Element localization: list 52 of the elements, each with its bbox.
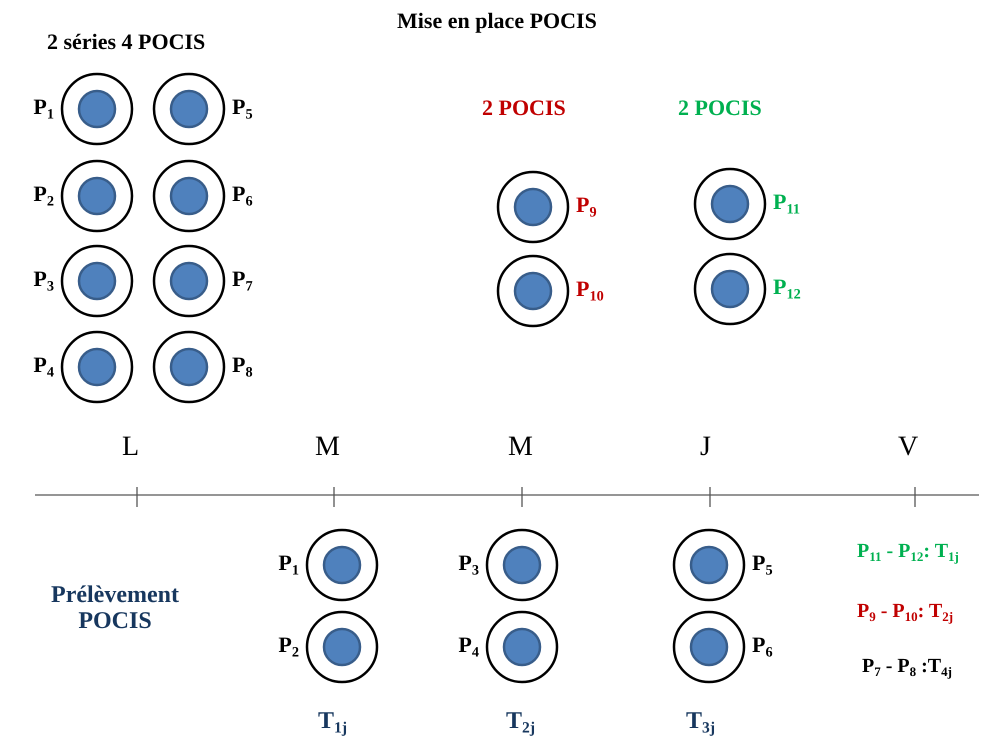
sampler-label: P$_{6}$ [752, 633, 773, 661]
sampler-label: P$_{6}$ [232, 182, 253, 210]
exposure-note: P$_{7}$ - P$_{8}$ :T$_{4j}$ [862, 655, 952, 680]
sampler-disc [60, 72, 134, 146]
sampler-disc [496, 170, 570, 244]
sampler-label: P$_{5}$ [752, 551, 773, 579]
sampler-disc [60, 159, 134, 233]
sampler-disc [152, 330, 226, 404]
sampler-label: P$_{9}$ [576, 193, 597, 221]
sampler-label: P$_{2}$ [33, 182, 54, 210]
sampler-label: P$_{12}$ [773, 275, 801, 303]
sampler-disc [693, 252, 767, 326]
sampler-disc [60, 330, 134, 404]
sampler-label: P$_{3}$ [458, 551, 479, 579]
time-label: T$_{2j}$ [506, 708, 536, 737]
sampler-disc [152, 244, 226, 318]
exposure-note: P$_{11}$ - P$_{12}$: T$_{1j}$ [857, 540, 959, 564]
sampler-disc [672, 610, 746, 684]
group-heading: 2 séries 4 POCIS [47, 30, 206, 54]
day-label: M [508, 432, 533, 463]
sampler-disc [152, 159, 226, 233]
exposure-note: P$_{9}$ - P$_{10}$: T$_{2j}$ [857, 600, 954, 624]
group-heading: 2 POCIS [482, 96, 566, 120]
sampler-label: P$_{3}$ [33, 267, 54, 295]
day-label: M [315, 432, 340, 463]
sampler-label: P$_{4}$ [33, 353, 54, 381]
day-label: V [898, 432, 918, 463]
sampler-disc [305, 528, 379, 602]
group-heading: 2 POCIS [678, 96, 762, 120]
sampler-disc [485, 528, 559, 602]
sampler-disc [672, 528, 746, 602]
day-label: J [700, 432, 711, 463]
title: Mise en place POCIS [397, 9, 597, 34]
sampler-label: P$_{2}$ [278, 633, 299, 661]
sampler-label: P$_{5}$ [232, 95, 253, 123]
sampler-label: P$_{11}$ [773, 190, 800, 218]
section-heading: Prélèvement POCIS [50, 582, 180, 635]
sampler-label: P$_{10}$ [576, 277, 604, 305]
sampler-disc [152, 72, 226, 146]
sampler-label: P$_{7}$ [232, 267, 253, 295]
sampler-label: P$_{4}$ [458, 633, 479, 661]
sampler-disc [485, 610, 559, 684]
sampler-disc [496, 254, 570, 328]
sampler-disc [305, 610, 379, 684]
day-label: L [122, 432, 140, 463]
sampler-disc [60, 244, 134, 318]
time-label: T$_{1j}$ [318, 708, 348, 737]
time-label: T$_{3j}$ [686, 708, 716, 737]
sampler-label: P$_{1}$ [278, 551, 299, 579]
sampler-label: P$_{8}$ [232, 353, 253, 381]
sampler-disc [693, 167, 767, 241]
sampler-label: P$_{1}$ [33, 95, 54, 123]
